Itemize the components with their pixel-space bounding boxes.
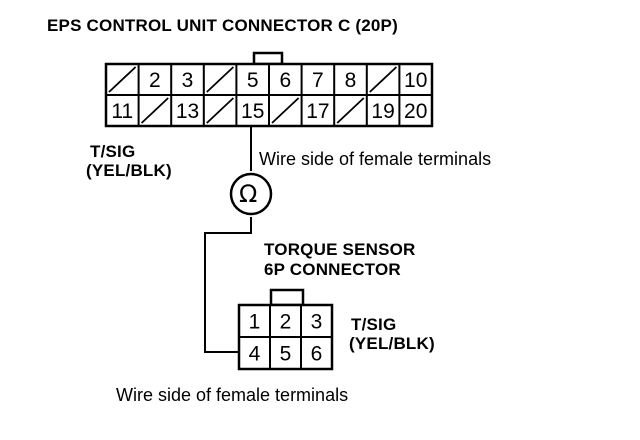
connector-c-terminal-10: 10 bbox=[404, 69, 427, 92]
connector-6p-terminal-5: 5 bbox=[280, 343, 292, 366]
connector-c-terminal-5: 5 bbox=[247, 69, 259, 92]
connector-c-terminal-19: 19 bbox=[371, 100, 394, 123]
connector-c-terminal-6: 6 bbox=[279, 69, 291, 92]
connector-c-terminal-3: 3 bbox=[182, 69, 194, 92]
connector-c-locking-tab bbox=[252, 51, 284, 66]
connector-c-empty-cavity bbox=[271, 97, 300, 124]
right-signal-color: (YEL/BLK) bbox=[349, 334, 435, 353]
connector-c-terminal-11: 11 bbox=[111, 100, 133, 123]
diagram-title: EPS CONTROL UNIT CONNECTOR C (20P) bbox=[47, 16, 398, 35]
test-leads bbox=[204, 127, 273, 353]
connector-6p-terminal-4: 4 bbox=[249, 343, 261, 366]
connector-6p-terminal-2: 2 bbox=[280, 311, 292, 334]
connector-c-terminal-15: 15 bbox=[241, 100, 264, 123]
lead-to-terminal-4 bbox=[204, 217, 252, 353]
connector-c-empty-cavity bbox=[206, 66, 235, 93]
connector-c-empty-cavity bbox=[140, 97, 169, 124]
connector-6p-terminal-1: 1 bbox=[249, 311, 261, 334]
left-signal-name: T/SIG bbox=[90, 142, 136, 161]
connector-c-empty-cavity bbox=[369, 66, 398, 93]
wire-side-label-connector-c: Wire side of female terminals bbox=[259, 149, 492, 169]
right-signal-name: T/SIG bbox=[351, 315, 397, 334]
connector-c-empty-cavity bbox=[206, 97, 235, 124]
connector-c-terminal-20: 20 bbox=[404, 100, 427, 123]
connector-c-terminal-7: 7 bbox=[312, 69, 324, 92]
connector-c-terminal-8: 8 bbox=[345, 69, 357, 92]
left-signal-color: (YEL/BLK) bbox=[86, 161, 172, 180]
torque-sensor-title: TORQUE SENSOR bbox=[264, 240, 416, 259]
wire-side-label-6p: Wire side of female terminals bbox=[116, 385, 349, 405]
ohm-icon: Ω bbox=[239, 180, 258, 208]
ohmmeter-symbol bbox=[229, 172, 273, 216]
connector-6p-terminal-6: 6 bbox=[311, 343, 323, 366]
connector-c-terminal-2: 2 bbox=[149, 69, 161, 92]
connector-6p-locking-tab bbox=[269, 288, 305, 307]
torque-sensor-subtitle: 6P CONNECTOR bbox=[264, 260, 401, 279]
connector-6p-terminal-3: 3 bbox=[311, 311, 323, 334]
connector-c-empty-cavity bbox=[108, 66, 137, 93]
connector-c-empty-cavity bbox=[336, 97, 365, 124]
connector-c-terminal-17: 17 bbox=[306, 100, 329, 123]
connector-c-terminal-13: 13 bbox=[176, 100, 199, 123]
